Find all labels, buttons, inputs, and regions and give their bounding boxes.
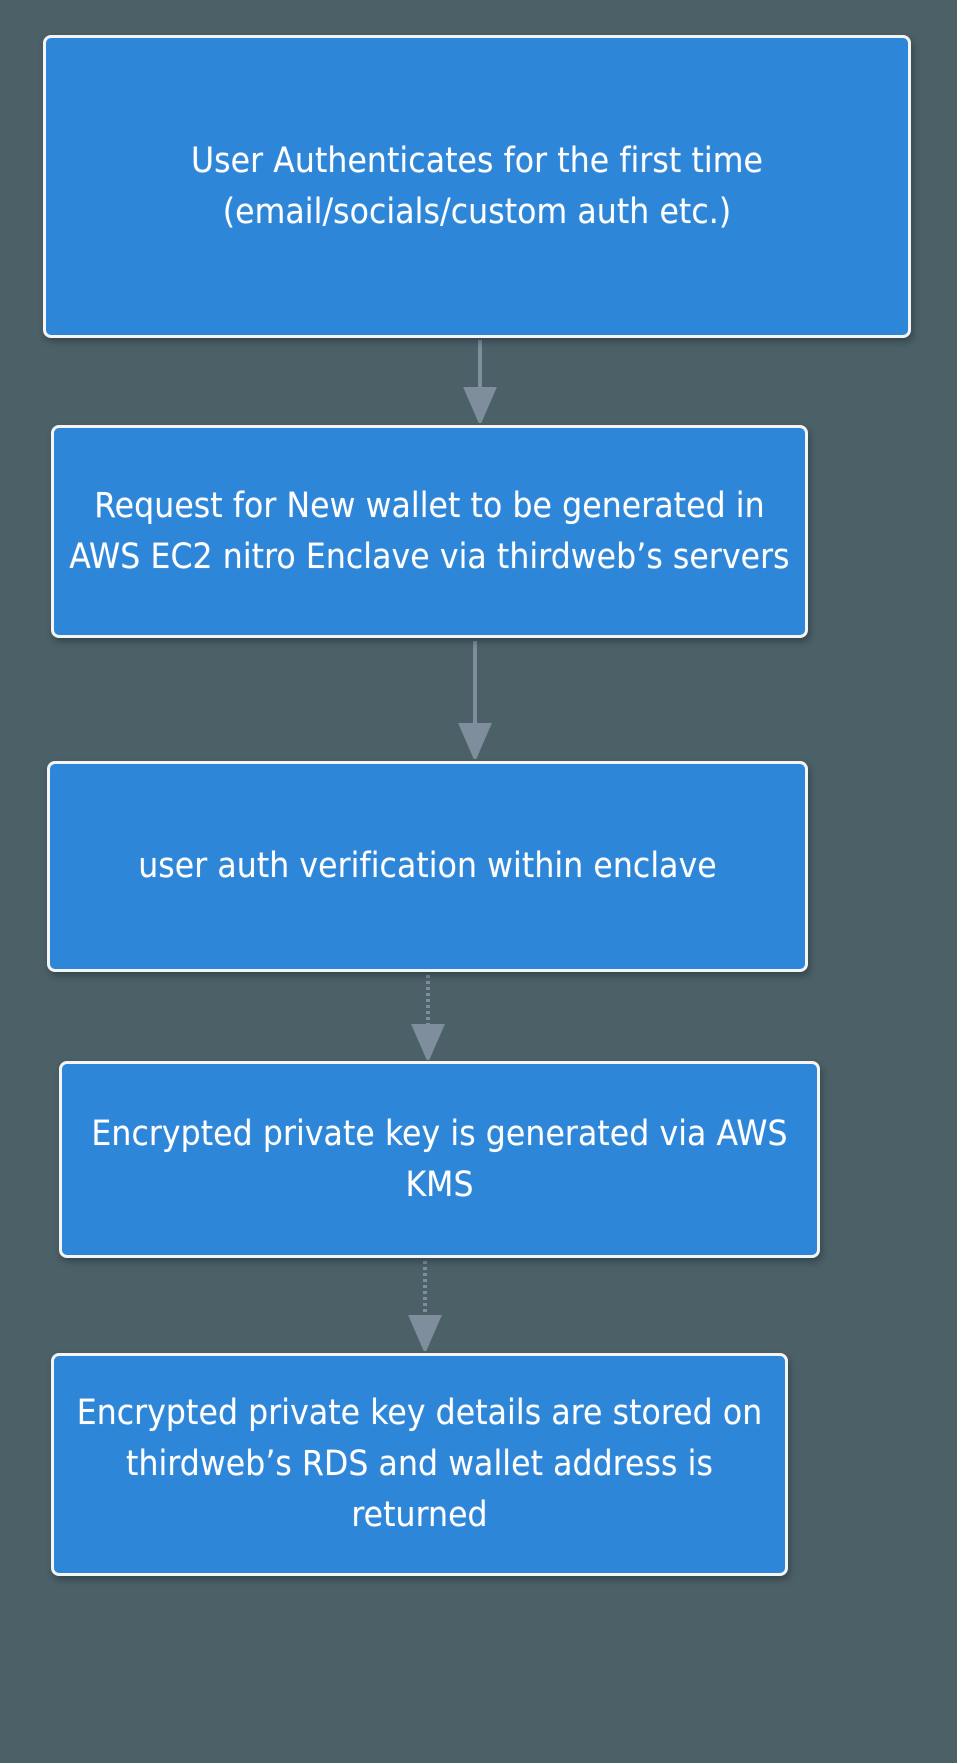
flow-node-label: Encrypted private key is generated via A…	[91, 1113, 788, 1205]
flow-node-label: user auth verification within enclave	[138, 846, 717, 887]
flow-node-key-details-stored[interactable]: Encrypted private key details are stored…	[51, 1353, 788, 1576]
flow-node-user-authenticates[interactable]: User Authenticates for the first time (e…	[43, 35, 911, 338]
flow-node-label: Request for New wallet to be generated i…	[69, 485, 790, 577]
flow-node-label: User Authenticates for the first time (e…	[190, 140, 764, 232]
flow-node-encrypted-key-generated[interactable]: Encrypted private key is generated via A…	[59, 1061, 820, 1258]
flow-node-request-new-wallet[interactable]: Request for New wallet to be generated i…	[51, 425, 808, 638]
flow-node-label: Encrypted private key details are stored…	[76, 1393, 763, 1535]
flow-node-user-auth-verification[interactable]: user auth verification within enclave	[47, 761, 808, 972]
